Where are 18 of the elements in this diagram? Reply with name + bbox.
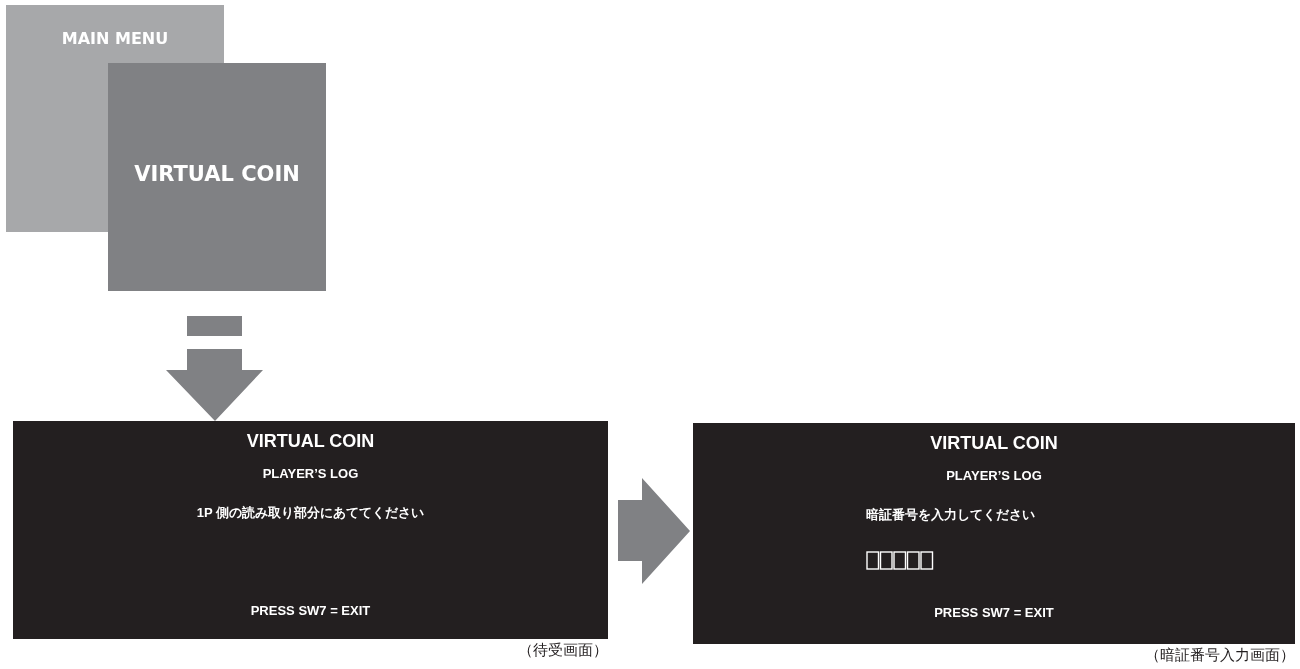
- screen-caption: （待受画面）: [518, 641, 608, 660]
- screen-title: VIRTUAL COIN: [929, 433, 1059, 454]
- block-arrow: [166, 316, 263, 421]
- screen-title: VIRTUAL COIN: [245, 431, 376, 452]
- screen-panel: [13, 421, 608, 639]
- screen-caption: （暗証番号入力画面）: [1145, 646, 1295, 665]
- screen-footer: PRESS SW7 = EXIT: [13, 603, 608, 618]
- screen-panel: [693, 423, 1295, 644]
- screen-message: 暗証番号を入力してください: [866, 506, 1035, 524]
- menu-label: MAIN MENU: [60, 29, 170, 48]
- block-arrow: [618, 478, 690, 584]
- screen-subtitle: PLAYER’S LOG: [261, 466, 360, 481]
- screen-footer: PRESS SW7 = EXIT: [693, 605, 1295, 620]
- menu-panel: [6, 5, 224, 63]
- menu-label: VIRTUAL COIN: [133, 162, 301, 186]
- menu-panel: [108, 63, 326, 291]
- screen-subtitle: PLAYER’S LOG: [945, 468, 1043, 483]
- screen-message: 1P 側の読み取り部分にあててください: [195, 504, 426, 522]
